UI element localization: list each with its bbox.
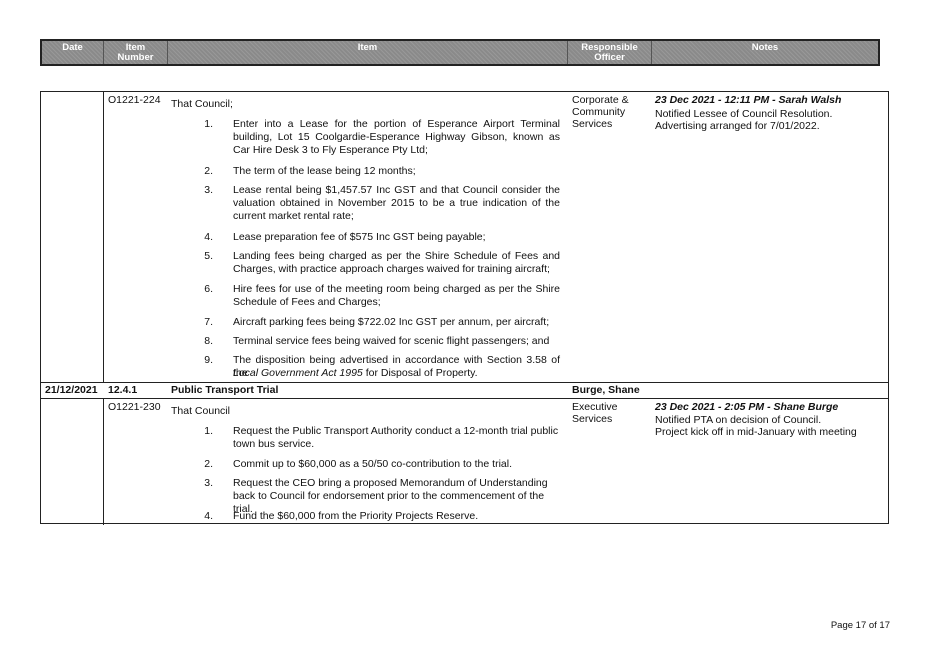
row-divider — [41, 398, 888, 399]
list-item-number: 9. — [204, 354, 213, 366]
grid-line — [103, 92, 104, 382]
entry2-intro: That Council — [171, 405, 230, 417]
list-item-text: The disposition being advertised in acco… — [233, 354, 560, 379]
table-header-bar: Date Item Number Item Responsible Office… — [40, 39, 880, 66]
list-item-number: 2. — [204, 458, 213, 470]
list-item-number: 4. — [204, 231, 213, 243]
header-notes: Notes — [751, 42, 779, 53]
list-item-text: Enter into a Lease for the portion of Es… — [233, 118, 560, 156]
list-item-text: Request the CEO bring a proposed Memoran… — [233, 477, 548, 515]
list-item-number: 6. — [204, 283, 213, 295]
entry1-note-heading: 23 Dec 2021 - 12:11 PM - Sarah Walsh — [655, 94, 842, 106]
list-item-number: 3. — [204, 184, 213, 196]
list-item-text: Lease rental being $1,457.57 Inc GST and… — [233, 184, 560, 222]
entry1-officer: Corporate & Community Services — [572, 94, 629, 130]
list-item-number: 8. — [204, 335, 213, 347]
resolutions-table: O1221-224 That Council; Corporate & Comm… — [40, 91, 889, 525]
act-tail: for Disposal of Property. — [362, 367, 478, 379]
row-divider — [41, 382, 888, 383]
header-date: Date — [42, 41, 104, 64]
section-date: 21/12/2021 — [45, 384, 98, 396]
list-item-text: Request the Public Transport Authority c… — [233, 425, 559, 450]
header-item: Item — [168, 41, 568, 64]
grid-line — [103, 399, 104, 525]
list-item-text: Fund the $60,000 from the Priority Proje… — [233, 510, 479, 522]
entry1-intro: That Council; — [171, 98, 233, 110]
list-item-number: 3. — [204, 477, 213, 489]
entry2-note-body-1: Notified PTA on decision of Council. — [655, 414, 822, 426]
act-title: Local Government Act 1995 — [233, 367, 363, 379]
list-item-number: 2. — [204, 165, 213, 177]
list-item-text: Terminal service fees being waived for s… — [233, 335, 550, 347]
entry2-note-heading: 23 Dec 2021 - 2:05 PM - Shane Burge — [655, 401, 839, 413]
header-responsible-officer: Responsible Officer — [568, 41, 652, 64]
list-item-text-continued: Local Government Act 1995 for Disposal o… — [233, 367, 478, 379]
section-number: 12.4.1 — [108, 384, 138, 396]
list-item-number: 1. — [204, 425, 213, 437]
list-item-number: 4. — [204, 510, 213, 522]
entry2-note-body-2: Project kick off in mid-January with mee… — [655, 426, 857, 438]
list-item-text: Commit up to $60,000 as a 50/50 co-contr… — [233, 458, 512, 470]
section-officer: Burge, Shane — [572, 384, 640, 396]
list-item-text: Hire fees for use of the meeting room be… — [233, 283, 560, 308]
section-title: Public Transport Trial — [171, 384, 279, 396]
entry1-number: O1221-224 — [108, 94, 161, 106]
list-item-text: The term of the lease being 12 months; — [233, 165, 416, 177]
header-item-number: Item Number — [104, 41, 168, 64]
entry2-number: O1221-230 — [108, 401, 161, 413]
list-item-number: 5. — [204, 250, 213, 262]
list-item-text: Lease preparation fee of $575 Inc GST be… — [233, 231, 486, 243]
page-number: Page 17 of 17 — [830, 620, 890, 631]
entry2-officer: Executive Services — [572, 401, 618, 425]
list-item-number: 7. — [204, 316, 213, 328]
list-item-text: Landing fees being charged as per the Sh… — [233, 250, 560, 275]
entry1-note-body: Notified Lessee of Council Resolution. A… — [655, 108, 833, 132]
list-item-number: 1. — [204, 118, 213, 130]
list-item-text: Aircraft parking fees being $722.02 Inc … — [233, 316, 550, 328]
